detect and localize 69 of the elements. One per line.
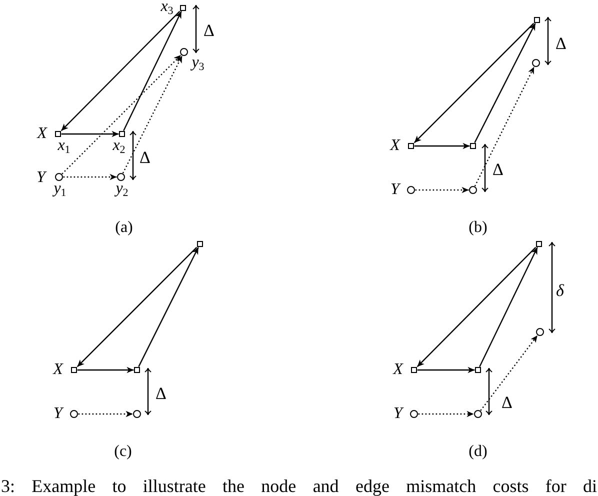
square-vertex bbox=[536, 241, 542, 247]
arrow bbox=[474, 23, 536, 143]
vertex-label: x$_{1}$ bbox=[58, 138, 70, 156]
circle-vertex bbox=[469, 186, 477, 194]
arrow bbox=[414, 22, 534, 144]
square-vertex bbox=[411, 367, 417, 373]
dotted-arrow bbox=[415, 186, 469, 194]
circle-vertex bbox=[117, 173, 125, 181]
arrow bbox=[76, 246, 198, 368]
dotted-arrow bbox=[62, 54, 182, 174]
square-vertex bbox=[475, 367, 481, 373]
square-vertex bbox=[55, 131, 61, 137]
dimension-label: Δ bbox=[140, 148, 150, 166]
arrow bbox=[416, 246, 536, 368]
panel-label: (d) bbox=[468, 444, 488, 460]
dimension-label: Δ bbox=[156, 384, 166, 402]
circle-vertex bbox=[133, 410, 141, 418]
dimension-label: δ bbox=[556, 282, 564, 298]
circle-vertex bbox=[410, 410, 418, 418]
panel-label: (a) bbox=[115, 220, 133, 236]
vertex-label: y$_{3}$ bbox=[192, 55, 204, 73]
row-label: Y bbox=[54, 406, 62, 422]
circle-vertex bbox=[536, 328, 544, 336]
vertex-label: y$_{1}$ bbox=[54, 181, 66, 199]
vertex-label: x$_{2}$ bbox=[112, 138, 126, 156]
dimension-label: Δ bbox=[204, 22, 214, 38]
arrow bbox=[479, 247, 538, 367]
dimension-label: Δ bbox=[556, 34, 566, 52]
circle-vertex bbox=[55, 173, 63, 181]
arrow bbox=[417, 366, 475, 374]
square-vertex bbox=[119, 131, 125, 137]
row-label: X bbox=[53, 362, 63, 378]
arrow bbox=[414, 142, 470, 150]
vertex-label: x$_{3}$ bbox=[160, 0, 174, 17]
row-label: X bbox=[393, 362, 403, 378]
square-vertex bbox=[180, 5, 186, 11]
arrow bbox=[60, 10, 180, 132]
dotted-arrow bbox=[418, 410, 474, 418]
circle-vertex bbox=[70, 410, 78, 418]
square-vertex bbox=[408, 143, 414, 149]
circle-vertex bbox=[474, 410, 482, 418]
dotted-arrow bbox=[78, 410, 133, 418]
arrow bbox=[61, 130, 119, 138]
dimension-label: Δ bbox=[492, 160, 504, 178]
dotted-arrow bbox=[63, 174, 117, 180]
arrow bbox=[77, 366, 134, 374]
square-vertex bbox=[71, 367, 77, 373]
row-label: Y bbox=[390, 182, 400, 198]
dimension-label: Δ bbox=[502, 394, 512, 410]
dotted-arrow bbox=[122, 56, 183, 174]
arrow bbox=[123, 11, 182, 131]
row-label: Y bbox=[394, 406, 402, 422]
figure-caption: 3: Example to illustrate the node and edge mismatch costs for di bbox=[1, 476, 597, 496]
panel-label: (c) bbox=[114, 444, 132, 460]
vertex-label: y$_{2}$ bbox=[116, 181, 128, 199]
square-vertex bbox=[134, 367, 140, 373]
dotted-arrow bbox=[474, 66, 535, 186]
row-label: Y bbox=[36, 170, 46, 186]
row-label: X bbox=[37, 126, 47, 142]
circle-vertex bbox=[532, 59, 540, 67]
square-vertex bbox=[534, 17, 540, 23]
arrow bbox=[138, 247, 199, 367]
circle-vertex bbox=[407, 186, 415, 194]
square-vertex bbox=[470, 143, 476, 149]
panel-label: (b) bbox=[468, 220, 488, 236]
dotted-arrow bbox=[480, 335, 538, 411]
circle-vertex bbox=[180, 48, 188, 56]
square-vertex bbox=[197, 241, 203, 247]
row-label: X bbox=[390, 138, 400, 154]
